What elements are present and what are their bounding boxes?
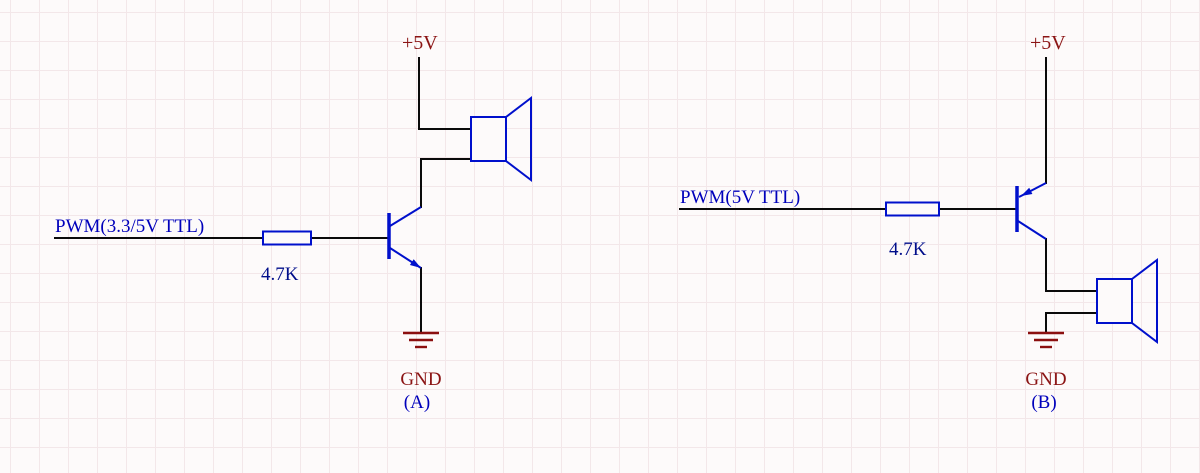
circuit-a: +5V PWM(3.3/5V TTL) 4.7K GND (A): [54, 32, 532, 413]
supply-label-a: +5V: [402, 32, 438, 54]
supply-wire-a: [418, 57, 472, 130]
emitter-arrow-b: [1021, 187, 1033, 196]
ground-label-b: GND: [1025, 369, 1066, 390]
speaker-horn-a: [505, 95, 532, 183]
input-label-a: PWM(3.3/5V TTL): [55, 216, 204, 237]
resistor-value-b: 4.7K: [889, 239, 927, 260]
pnp-transistor-symbol-b: [1015, 182, 1047, 240]
input-label-b: PWM(5V TTL): [680, 187, 800, 208]
caption-b: (B): [1031, 392, 1056, 413]
wires-a: [54, 57, 472, 332]
npn-transistor-symbol-a: [387, 206, 422, 269]
speaker-body-a: [470, 116, 507, 162]
resistor-value-a: 4.7K: [261, 264, 299, 285]
collector-to-speaker-wire-b: [1045, 238, 1098, 292]
ground-label-a: GND: [400, 369, 441, 390]
supply-label-b: +5V: [1030, 32, 1066, 54]
circuit-b: +5V PWM(5V TTL) 4.7K GND (B): [679, 32, 1158, 413]
speaker-icon-a: [470, 95, 532, 183]
ground-icon-a: [403, 331, 439, 349]
resistor-symbol-a: [262, 230, 312, 246]
speaker-to-collector-wire-a: [420, 158, 472, 208]
transistor-collector-a: [389, 206, 422, 227]
emitter-arrow-a: [409, 259, 421, 268]
resistor-symbol-b: [885, 201, 940, 217]
speaker-to-ground-wire-b: [1045, 312, 1098, 332]
caption-a: (A): [404, 392, 430, 413]
speaker-horn-b: [1131, 257, 1158, 345]
speaker-icon-b: [1096, 257, 1158, 345]
transistor-collector-b: [1017, 220, 1047, 240]
wires-b: [679, 57, 1098, 332]
speaker-body-b: [1096, 278, 1133, 324]
ground-icon-b: [1028, 331, 1064, 349]
